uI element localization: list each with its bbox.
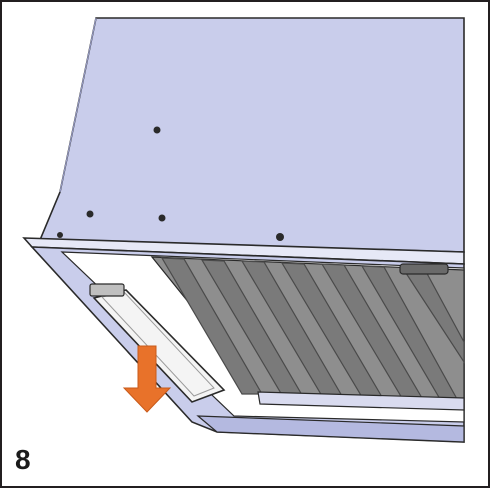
screw-dot xyxy=(153,126,161,134)
lamp-clip xyxy=(89,283,125,297)
screw-dot xyxy=(86,210,94,218)
hood-housing-top xyxy=(38,17,465,253)
filter-handle xyxy=(399,263,449,275)
screw-dot xyxy=(57,232,63,238)
down-arrow-icon xyxy=(122,345,172,413)
screw-dot xyxy=(276,233,284,241)
screw-dot xyxy=(158,214,166,222)
step-number: 8 xyxy=(15,444,31,475)
